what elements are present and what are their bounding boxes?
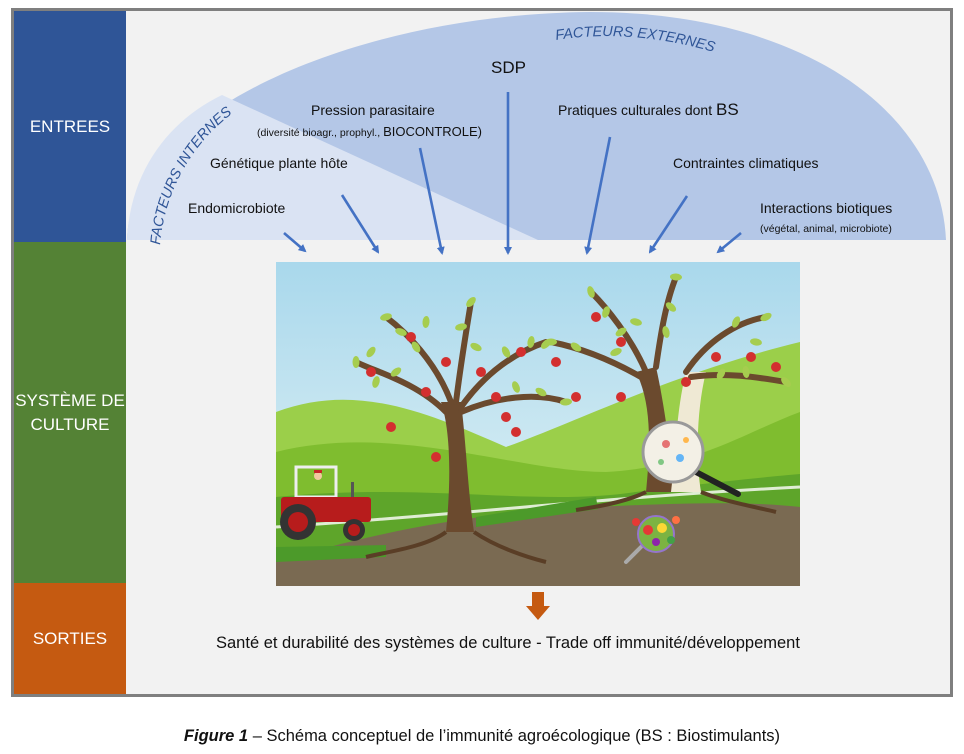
row-label-systeme-de-culture: SYSTÈME DE CULTURE — [14, 242, 126, 583]
leaf — [742, 366, 750, 378]
input-endomicrobiote: Endomicrobiote — [188, 200, 286, 216]
apple — [591, 312, 601, 322]
leaf — [716, 368, 726, 380]
bs-text: BS — [715, 100, 739, 119]
arrow-pression — [418, 147, 445, 255]
input-pression-details: (diversité bioagr., prophyl., BIOCONTROL… — [257, 124, 482, 139]
systeme-label-line2: CULTURE — [30, 414, 110, 434]
apple — [491, 392, 501, 402]
leaf — [455, 323, 467, 331]
input-arrows — [283, 92, 742, 255]
input-interactions-details: (végétal, animal, microbiote) — [760, 223, 892, 235]
apple — [501, 412, 511, 422]
leaf — [380, 313, 392, 321]
leaf — [760, 312, 772, 322]
pression-details-text: (diversité bioagr., prophyl., — [257, 127, 384, 139]
arrow-contraintes — [648, 195, 689, 254]
input-sdp: SDP — [491, 58, 526, 77]
leaf — [422, 316, 430, 328]
tractor — [280, 465, 371, 541]
leaf — [512, 381, 520, 393]
input-contraintes-climatiques: Contraintes climatiques — [673, 155, 819, 171]
apple — [711, 352, 721, 362]
apple — [551, 357, 561, 367]
output-arrow — [526, 592, 550, 620]
path-road — [276, 485, 800, 529]
leaf — [587, 286, 595, 298]
grass-mid — [476, 497, 598, 527]
apples — [366, 312, 781, 462]
row-label-entrees: ENTREES — [14, 11, 126, 242]
leaf — [731, 316, 741, 328]
apple — [616, 392, 626, 402]
apple — [386, 422, 396, 432]
apple-tree-left — [353, 299, 569, 564]
output-text: Santé et durabilité des systèmes de cult… — [216, 634, 800, 652]
leaves — [352, 273, 791, 406]
apple — [366, 367, 376, 377]
arrow-pratiques — [584, 136, 612, 255]
leaf — [662, 326, 670, 338]
apple — [421, 387, 431, 397]
apple — [406, 332, 416, 342]
leaf — [750, 338, 762, 346]
entrees-label: ENTREES — [29, 116, 111, 136]
apple — [516, 347, 526, 357]
apple — [616, 337, 626, 347]
leaf — [501, 346, 511, 358]
leaf — [670, 273, 682, 281]
apple — [441, 357, 451, 367]
apple — [431, 452, 441, 462]
leaf — [352, 356, 360, 368]
leaf — [366, 346, 376, 358]
leaf — [630, 318, 642, 326]
row-label-sorties: SORTIES — [14, 583, 126, 694]
leaf — [372, 376, 380, 388]
input-pratiques-culturales: Pratiques culturales dont BS — [558, 100, 739, 120]
internal-factors-region — [127, 95, 538, 240]
systeme-label-line1: SYSTÈME DE — [15, 390, 125, 410]
leaf — [466, 296, 476, 308]
apple — [681, 377, 691, 387]
leaf — [390, 367, 402, 377]
leaf — [395, 328, 407, 336]
leaf — [545, 338, 557, 346]
arrow-genetique — [340, 194, 380, 254]
leaf — [570, 342, 582, 352]
leaf — [535, 387, 547, 397]
input-genetique-plante-hote: Génétique plante hôte — [210, 155, 348, 171]
magnifier-tree-icon — [641, 420, 741, 497]
systeme-label: SYSTÈME DE CULTURE — [15, 389, 125, 437]
leaf — [527, 336, 535, 348]
arrow-endomicrobiote — [283, 232, 307, 253]
apple — [746, 352, 756, 362]
apple — [511, 427, 521, 437]
grass-left — [276, 545, 386, 562]
input-interactions-biotiques: Interactions biotiques — [760, 200, 893, 216]
leaf — [610, 348, 622, 356]
leaf — [665, 302, 677, 312]
leaf — [781, 377, 791, 387]
leaf — [615, 327, 627, 337]
apple — [771, 362, 781, 372]
biocontrole-text: BIOCONTROLE) — [383, 124, 483, 139]
caption-text: – Schéma conceptuel de l’immunité agroéc… — [248, 727, 781, 745]
leaf — [602, 306, 610, 318]
arrow-interactions — [716, 231, 742, 254]
input-pression-parasitaire: Pression parasitaire — [311, 102, 435, 118]
leaf — [411, 341, 421, 353]
crop-system-illustration — [276, 262, 800, 586]
farmer — [314, 472, 322, 480]
pratiques-text: Pratiques culturales dont — [558, 102, 716, 118]
leaf — [560, 398, 572, 406]
apple — [476, 367, 486, 377]
figure-caption: Figure 1 – Schéma conceptuel de l’immuni… — [0, 727, 964, 746]
caption-prefix: Figure 1 — [183, 727, 249, 745]
apple — [571, 392, 581, 402]
sorties-label: SORTIES — [32, 628, 108, 648]
magnifier-soil-icon — [624, 515, 680, 564]
leaf — [470, 342, 482, 352]
